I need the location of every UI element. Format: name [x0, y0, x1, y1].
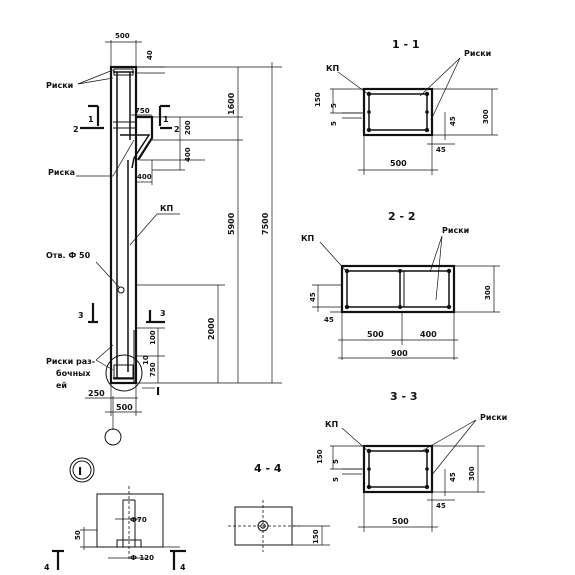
sec1-outline [362, 87, 434, 137]
sec3-kp: КП [325, 420, 338, 429]
cut-3-right: 3 [160, 309, 166, 318]
dim-bottom-500: 500 [116, 403, 133, 412]
dim-750-top: 750 [135, 107, 150, 115]
node-circle [105, 354, 143, 392]
section-1-1: 1 - 1 КП Риски 150 5 5 300 45 45 500 [314, 38, 498, 175]
sec1-d5b: 5 [330, 121, 338, 126]
corbel-outline [136, 115, 154, 161]
sec1-kp: КП [326, 64, 339, 73]
sec3-d150: 150 [316, 449, 324, 464]
base-detail [113, 364, 134, 380]
corbel-rebar [120, 134, 151, 169]
cut-2-left: 2 [73, 125, 79, 134]
node-mark: I [156, 385, 160, 398]
sec2-cage [346, 270, 450, 308]
sec1-d500: 500 [390, 159, 407, 168]
section-2-2: 2 - 2 КП Риски 45 45 300 500 400 900 [301, 210, 500, 360]
section-4-4: 4 - 4 150 [228, 462, 330, 552]
sec3-d5b: 5 [332, 477, 340, 482]
dim-top-500: 500 [115, 32, 130, 40]
sec4-title: 4 - 4 [254, 462, 282, 475]
sec2-riski: Риски [442, 226, 469, 235]
node-detail: I Ф70 Ф 120 50 4 4 [44, 457, 186, 572]
sec3-cage [368, 450, 428, 488]
sec3-d300: 300 [468, 466, 476, 481]
sec3-d45b: 45 [436, 502, 446, 510]
sec1-d5a: 5 [330, 103, 338, 108]
label-riski-raz-3: ей [56, 381, 67, 390]
sec2-kp: КП [301, 234, 314, 243]
sec2-d45b: 45 [324, 316, 334, 324]
label-riski-raz-2: бочных [56, 368, 91, 378]
dim-1600: 1600 [227, 92, 236, 115]
dim-750-bot: 750 [149, 362, 157, 377]
sec3-d500: 500 [392, 517, 409, 526]
sec3-title: 3 - 3 [390, 390, 418, 403]
sec3-d5a: 5 [332, 459, 340, 464]
section-3-3: 3 - 3 КП Риски 150 5 5 300 45 45 500 [316, 390, 507, 532]
dim-400-h: 400 [137, 173, 152, 181]
label-riski: Риски [46, 81, 73, 90]
sec3-outline [362, 444, 434, 494]
dim-7500: 7500 [261, 212, 270, 235]
node-title: I [78, 465, 82, 478]
label-riski-raz-1: Риски раз- [46, 357, 95, 366]
sec2-d500: 500 [367, 330, 384, 339]
pendant-circle [104, 428, 122, 446]
sec2-d400: 400 [420, 330, 437, 339]
cut-3-left: 3 [78, 311, 84, 320]
sec1-d45b: 45 [436, 146, 446, 154]
node-phi120: Ф 120 [130, 554, 154, 562]
sec2-d900: 900 [391, 349, 408, 358]
sec4-d150: 150 [312, 529, 320, 544]
sec1-riski: Риски [464, 49, 491, 58]
dim-10: 10 [142, 355, 150, 365]
sec1-d300: 300 [482, 109, 490, 124]
cut-1-left: 1 [88, 115, 94, 124]
node-title-circle [69, 457, 95, 483]
node-cut-4-left: 4 [44, 563, 50, 572]
sec3-riski: Риски [480, 413, 507, 422]
dim-40: 40 [146, 50, 154, 60]
sec3-d45a: 45 [449, 472, 457, 482]
node-phi70: Ф70 [130, 516, 147, 524]
sec1-cage [368, 93, 428, 131]
sec2-d45a: 45 [309, 292, 317, 302]
sec2-title: 2 - 2 [388, 210, 416, 223]
column-outline [109, 65, 138, 385]
sec1-d150: 150 [314, 92, 322, 107]
sec2-d300: 300 [484, 285, 492, 300]
label-kp: КП [160, 204, 173, 213]
dim-100: 100 [149, 330, 157, 345]
node-cut-4-right: 4 [180, 563, 186, 572]
sec1-title: 1 - 1 [392, 38, 420, 51]
cut-1-right: 1 [163, 115, 169, 124]
dim-250: 250 [88, 389, 105, 398]
dim-200: 200 [184, 120, 192, 135]
dim-5900: 5900 [227, 212, 236, 235]
main-elevation: 500 40 1600 7500 5900 2000 750 200 400 4… [46, 32, 282, 446]
node-d50: 50 [74, 530, 82, 540]
hole-mark [117, 286, 125, 294]
sec2-outline [340, 264, 456, 314]
top-cap [113, 68, 134, 76]
dim-400-v: 400 [184, 147, 192, 162]
sec1-d45a: 45 [449, 116, 457, 126]
dim-2000: 2000 [207, 317, 216, 340]
label-hole: Отв. Ф 50 [46, 251, 91, 260]
label-riska: Риска [48, 168, 75, 177]
cut-2-right: 2 [174, 125, 180, 134]
